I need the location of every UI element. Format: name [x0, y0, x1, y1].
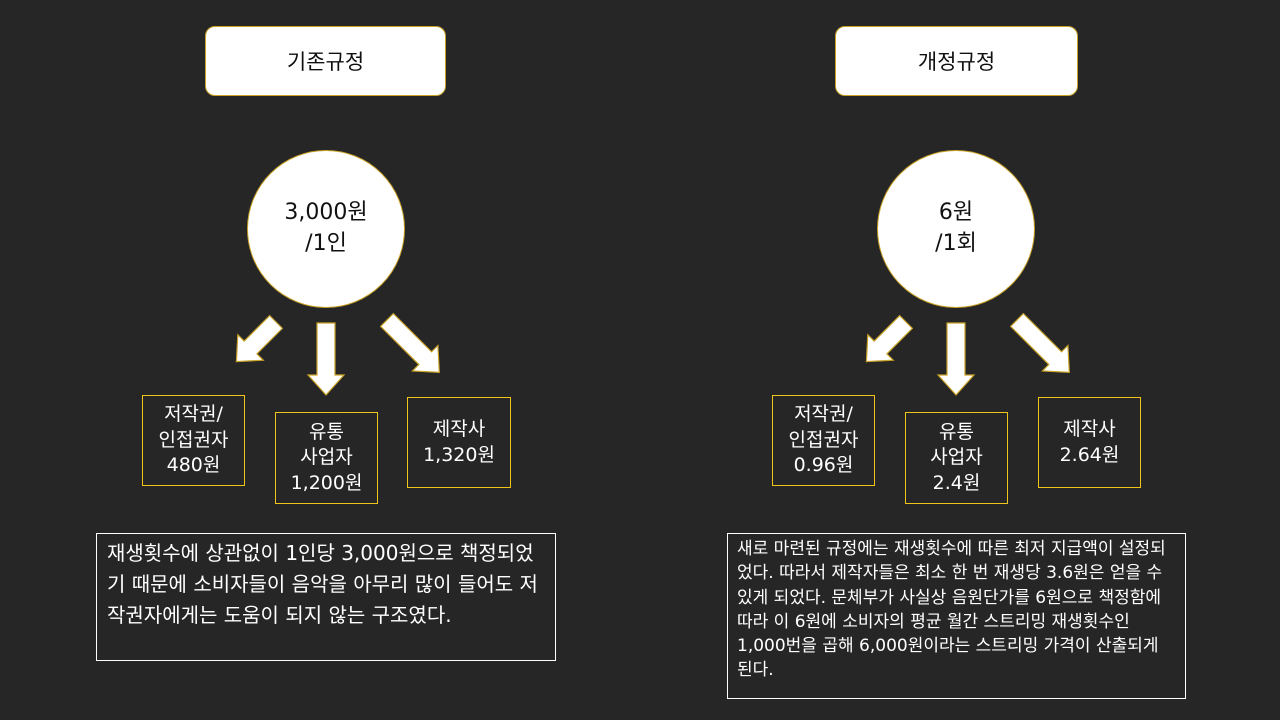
right-circle-line2: /1회 [935, 231, 977, 256]
right-note-text: 새로 마련된 규정에는 재생횟수에 따른 최저 지급액이 설정되었다. 따라서 … [737, 539, 1166, 681]
box-line: 인접권자 [158, 428, 229, 451]
box-line: 유통 [309, 420, 344, 443]
right-arrows [865, 312, 1070, 396]
left-box-copyright: 저작권/ 인접권자 480원 [142, 395, 245, 486]
right-note: 새로 마련된 규정에는 재생횟수에 따른 최저 지급액이 설정되었다. 따라서 … [727, 533, 1186, 699]
right-header-label: 개정규정 [917, 50, 996, 74]
right-circle: 6원 /1회 [877, 150, 1035, 308]
box-line: 2.64원 [1059, 443, 1120, 466]
arrow-down-icon [936, 322, 976, 396]
box-line: 저작권/ [164, 403, 223, 426]
left-header-label: 기존규정 [286, 50, 365, 74]
arrow-down-icon [306, 322, 346, 396]
left-note: 재생횟수에 상관없이 1인당 3,000원으로 책정되었기 때문에 소비자들이 … [96, 533, 556, 661]
right-box-distributor: 유통 사업자 2.4원 [905, 412, 1008, 504]
box-line: 유통 [939, 420, 974, 443]
box-line: 1,200원 [290, 471, 363, 494]
left-circle-line2: /1인 [305, 231, 347, 256]
left-box-producer: 제작사 1,320원 [407, 397, 511, 488]
arrow-down-right-icon [1009, 312, 1070, 373]
box-line: 사업자 [930, 446, 983, 469]
left-arrows [235, 312, 440, 396]
left-box-distributor: 유통 사업자 1,200원 [275, 412, 378, 504]
arrow-down-right-icon [379, 312, 440, 373]
arrow-down-left-icon [235, 314, 284, 363]
left-header: 기존규정 [205, 26, 446, 96]
box-line: 제작사 [1063, 417, 1116, 440]
right-circle-line1: 6원 [938, 200, 974, 226]
box-line: 1,320원 [423, 443, 495, 466]
box-line: 480원 [166, 454, 221, 477]
left-circle-line1: 3,000원 [284, 200, 368, 226]
right-box-producer: 제작사 2.64원 [1038, 397, 1141, 488]
box-line: 인접권자 [788, 428, 859, 451]
box-line: 저작권/ [794, 403, 853, 426]
box-line: 제작사 [432, 417, 486, 440]
box-line: 사업자 [300, 446, 353, 469]
left-circle: 3,000원 /1인 [247, 150, 405, 308]
arrow-down-left-icon [865, 314, 914, 363]
right-box-copyright: 저작권/ 인접권자 0.96원 [772, 395, 875, 486]
box-line: 0.96원 [793, 454, 854, 477]
left-note-text: 재생횟수에 상관없이 1인당 3,000원으로 책정되었기 때문에 소비자들이 … [107, 541, 538, 627]
right-header: 개정규정 [835, 26, 1078, 96]
box-line: 2.4원 [932, 471, 981, 494]
